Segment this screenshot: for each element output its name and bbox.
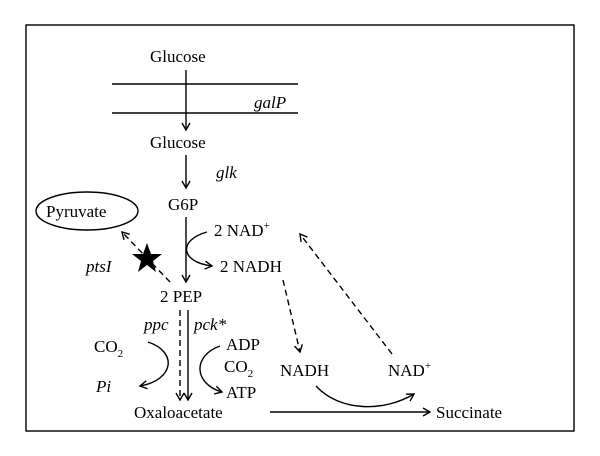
pep-label: 2 PEP [160,287,202,306]
nad-plus-left-label: 2 NAD+ [214,220,270,240]
glucose-outside-label: Glucose [150,47,206,66]
ptsI-gene-label: ptsI [85,257,113,276]
adp-label: ADP [226,335,260,354]
co2-left-label: CO2 [94,337,123,360]
nad-recycle-arrow [299,232,393,355]
nadh-label: NADH [280,361,329,380]
pi-label: Pi [95,377,111,396]
co2-right-label: CO2 [224,357,253,380]
nadh-two-label: 2 NADH [220,257,282,276]
nadh-transfer-arrow [282,279,303,354]
pyruvate-ellipse [35,191,139,231]
glucose-inside-label: Glucose [150,133,206,152]
g6p-label: G6P [168,195,198,214]
nadh-oxidation-curve [315,385,416,408]
figure-border [25,24,575,432]
pck-gene-label: pck* [193,315,227,334]
pyruvate-label: Pyruvate [46,202,106,221]
co2-fixation-curve [138,341,169,390]
atp-generation-curve [199,345,224,395]
succinate-label: Succinate [436,403,502,422]
atp-label: ATP [226,383,256,402]
ppc-gene-label: ppc [143,315,169,334]
galP-gene-label: galP [254,93,286,112]
nad-reduction-curve [185,231,214,270]
knockout-star-icon [132,243,162,272]
oxaloacetate-label: Oxaloacetate [134,403,223,422]
nad-plus-right-label: NAD+ [388,360,431,380]
glk-gene-label: glk [216,163,237,182]
